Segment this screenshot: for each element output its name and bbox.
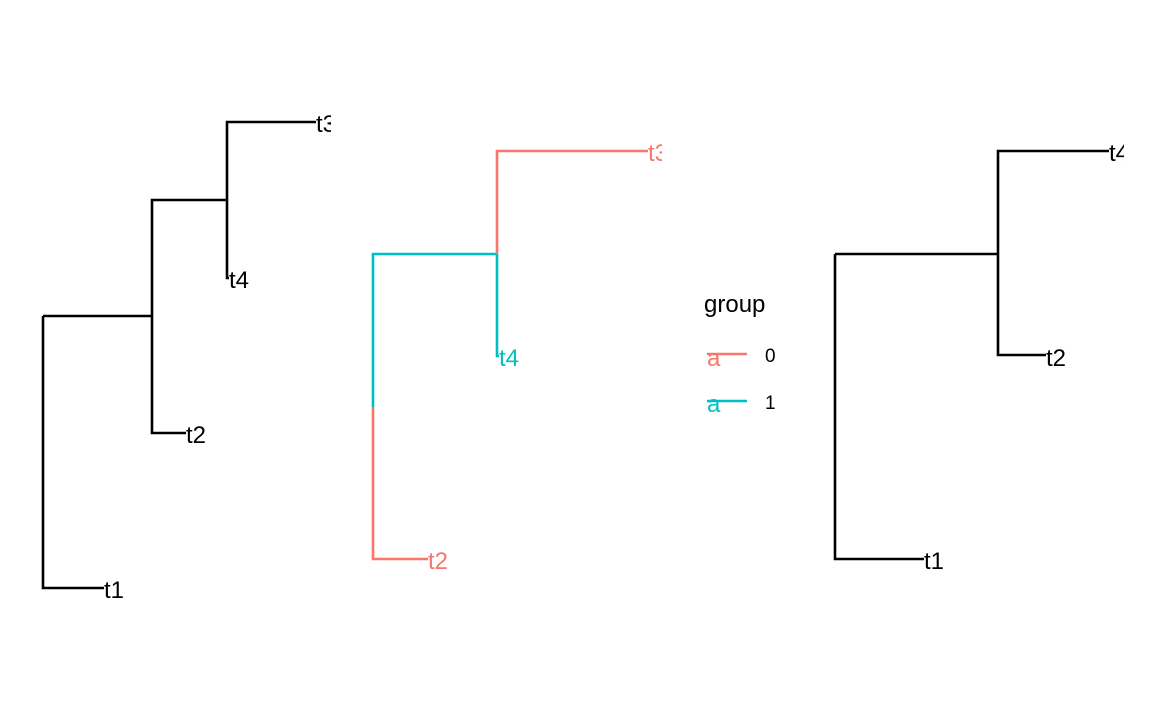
tree-middle: t3 t4 t2 <box>371 140 668 575</box>
edge-root-t1 <box>833 254 924 561</box>
legend: group a 0 a 1 <box>704 291 776 418</box>
edge-n7-t4 <box>225 200 229 280</box>
edge-root-t2 <box>371 407 428 561</box>
tip-label: t2 <box>428 548 448 575</box>
legend-label: 1 <box>765 393 776 414</box>
legend-label: 0 <box>765 346 776 367</box>
legend-title: group <box>704 291 765 318</box>
legend-key-glyph: a <box>707 391 721 418</box>
legend-item-1: a 1 <box>707 391 776 418</box>
tip-label: t3 <box>648 140 668 167</box>
tip-label: t2 <box>186 422 206 449</box>
tip-label: t1 <box>104 577 124 604</box>
tip-label: t3 <box>316 111 336 138</box>
edge-n5-t3 <box>495 149 648 254</box>
edge-n5-t4 <box>495 254 499 358</box>
edge-n5-t2 <box>996 254 1046 357</box>
tree-right: t4 t2 t1 <box>833 140 1129 575</box>
edge-root-n5 <box>371 252 497 407</box>
edge-n6-n7 <box>150 198 227 316</box>
tree-left: t3 t4 t2 t1 <box>41 111 336 604</box>
edge-n7-t3 <box>225 120 316 200</box>
edge-root-t1 <box>41 316 104 590</box>
tip-label: t2 <box>1046 345 1066 372</box>
tip-label: t1 <box>924 548 944 575</box>
legend-item-0: a 0 <box>707 345 776 372</box>
legend-key-glyph: a <box>707 345 721 372</box>
tip-label: t4 <box>1109 140 1129 167</box>
edge-n6-t2 <box>150 316 186 435</box>
edge-n5-t4 <box>996 149 1109 254</box>
tip-label: t4 <box>499 345 519 372</box>
tip-label: t4 <box>229 267 249 294</box>
